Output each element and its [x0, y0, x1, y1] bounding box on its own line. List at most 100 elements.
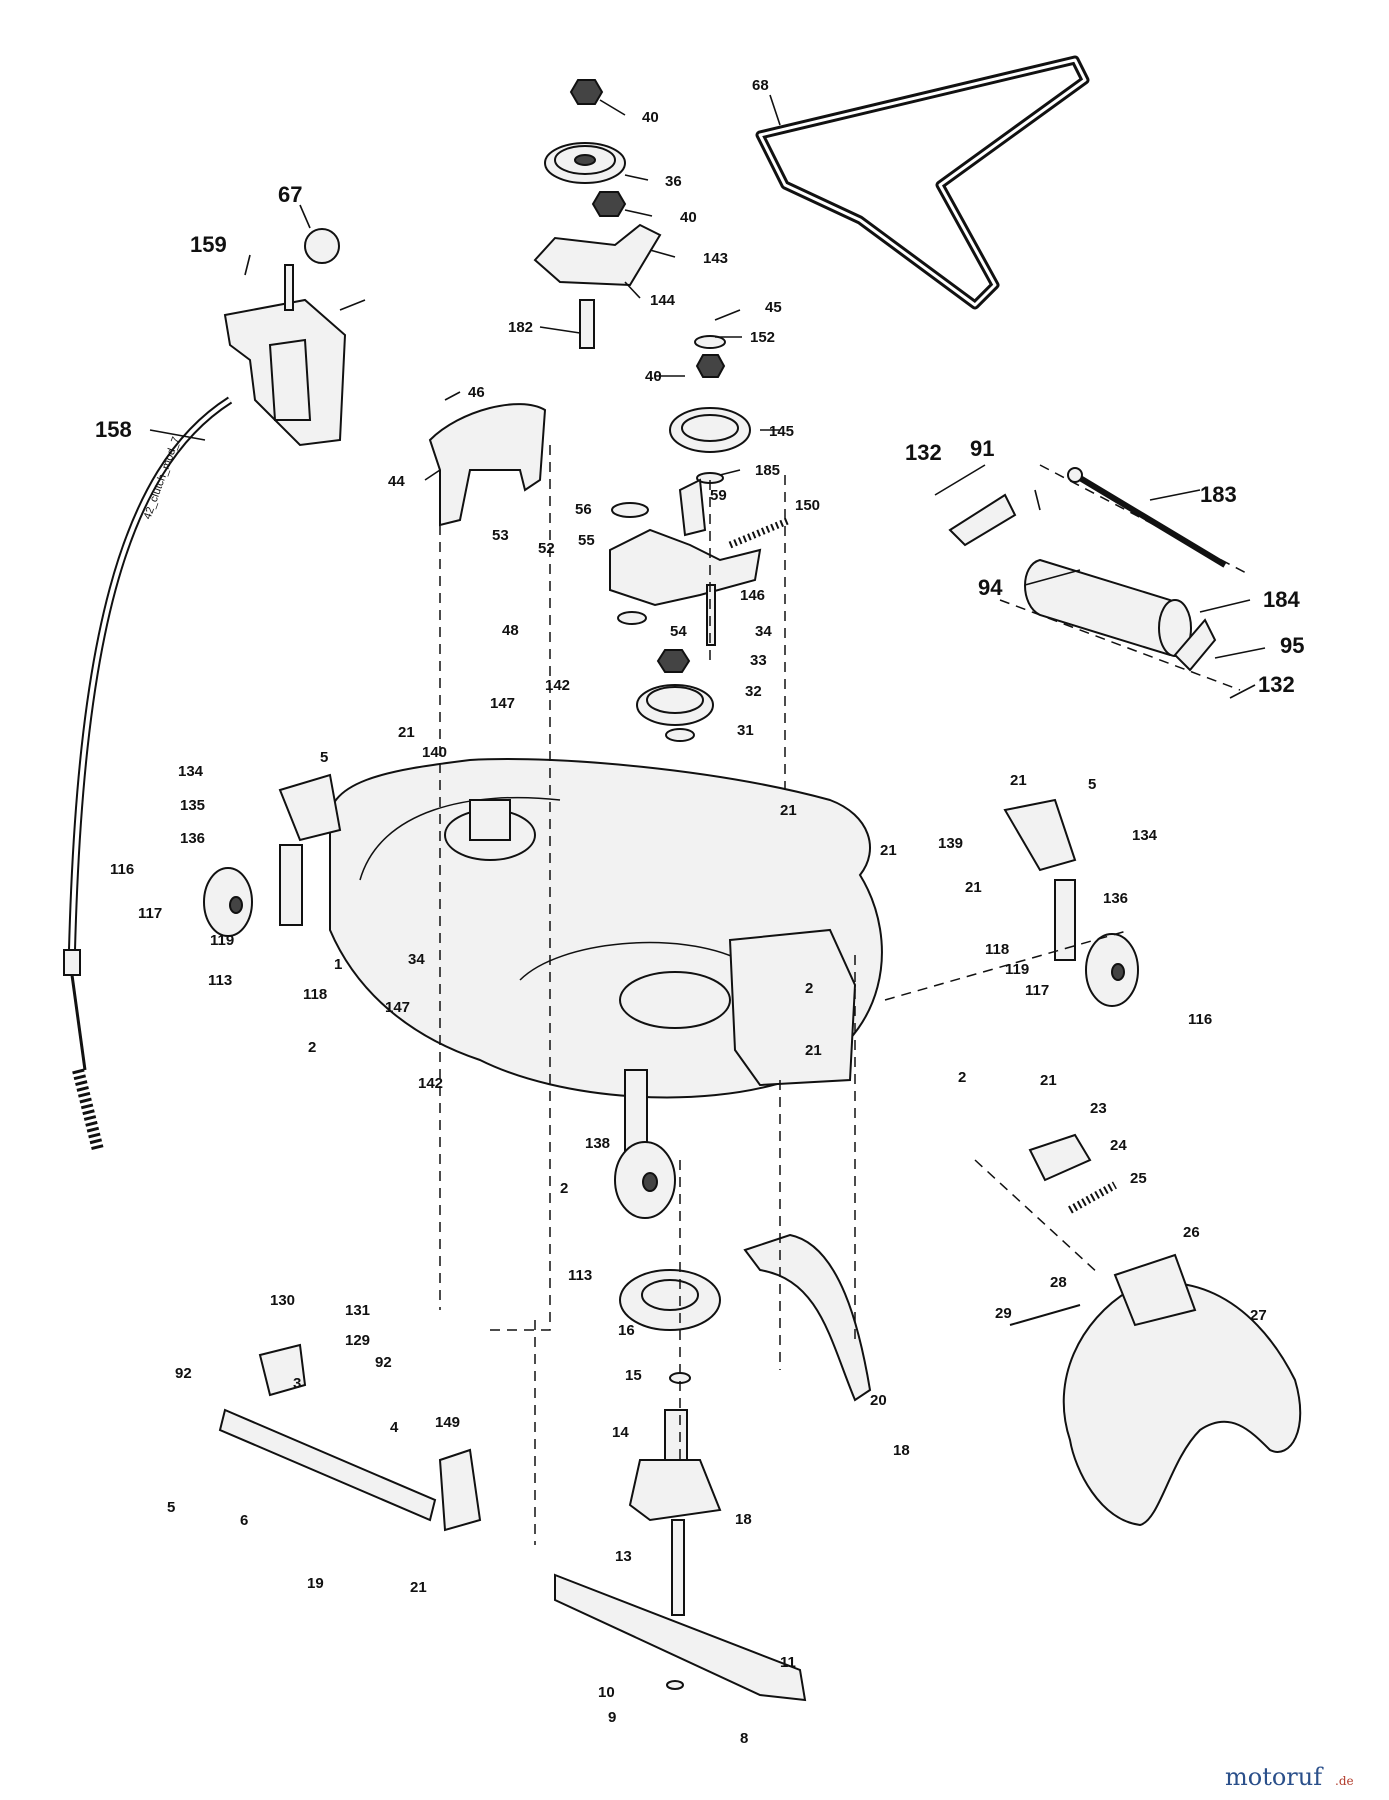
callout-113: 113	[208, 972, 232, 989]
callout-134: 134	[1132, 827, 1158, 844]
callout-144: 144	[650, 292, 676, 309]
callout-15: 15	[625, 1367, 642, 1384]
callout-8: 8	[740, 1730, 748, 1747]
chute-bracket	[1028, 1133, 1117, 1214]
callout-4: 4	[390, 1419, 399, 1436]
callout-118: 118	[985, 941, 1009, 958]
callout-48: 48	[502, 622, 519, 639]
callout-148: 150	[795, 497, 820, 514]
callout-59: 59	[710, 487, 727, 504]
idler-arm	[609, 478, 792, 646]
callout-67: 67	[278, 182, 302, 207]
callout-146: 146	[740, 587, 765, 604]
callout-145: 145	[769, 423, 794, 440]
belt-guard	[428, 403, 547, 527]
callout-117: 117	[138, 905, 162, 922]
left-gauge-wheel	[203, 773, 342, 937]
callout-14: 14	[612, 1424, 629, 1441]
callout-36: 36	[665, 173, 682, 190]
idler-pulley-assembly	[533, 79, 662, 349]
callout-132: 132	[905, 440, 942, 465]
callout-142: 142	[418, 1075, 443, 1092]
clutch-bracket	[223, 264, 347, 447]
discharge-chute	[1009, 1253, 1302, 1527]
watermark-text: motoruf	[1225, 1763, 1324, 1791]
callout-54: 54	[670, 623, 687, 640]
callout-149: 149	[435, 1414, 460, 1431]
leader-lines	[149, 94, 1266, 699]
callout-158: 159	[190, 232, 227, 257]
callout-55: 55	[578, 532, 595, 549]
callout-21: 21	[780, 802, 797, 819]
callout-1: 1	[334, 956, 342, 973]
callout-136: 136	[180, 830, 205, 847]
callout-28: 28	[1050, 1274, 1067, 1291]
callout-53: 53	[492, 527, 509, 544]
callout-20: 20	[870, 1392, 887, 1409]
callout-18: 18	[893, 1442, 910, 1459]
callout-26: 26	[1183, 1224, 1200, 1241]
callout-40: 40	[645, 368, 662, 385]
callout-117: 117	[1025, 982, 1049, 999]
spindle-assembly	[554, 1269, 807, 1702]
callout-40: 40	[642, 109, 659, 126]
callout-136: 136	[1103, 890, 1128, 907]
clutch-cable	[63, 396, 233, 1152]
callout-118: 118	[303, 986, 327, 1003]
right-gauge-wheel	[1003, 798, 1139, 1007]
callout-21: 21	[805, 1042, 822, 1059]
callout-33: 34	[755, 623, 772, 640]
idler-pulley-145-stack	[669, 335, 751, 484]
callout-116: 116	[110, 861, 134, 878]
callout-92: 92	[175, 1365, 192, 1382]
callout-142: 142	[545, 677, 570, 694]
callout-138: 138	[585, 1135, 610, 1152]
callout-143: 143	[703, 250, 728, 267]
callout-5: 5	[320, 749, 328, 766]
callout-2: 2	[805, 980, 813, 997]
callout-18: 18	[735, 1511, 752, 1528]
callout-46: 46	[468, 384, 485, 401]
callout-68: 68	[752, 77, 769, 94]
callout-116: 116	[1188, 1011, 1212, 1028]
callout-5: 5	[1088, 776, 1096, 793]
callout-25: 25	[1130, 1170, 1147, 1187]
callout-2: 2	[308, 1039, 316, 1056]
cable-text: 42_clutch_mod_7	[142, 435, 183, 521]
callout-147: 147	[385, 999, 410, 1016]
callout-11: 11	[780, 1654, 796, 1671]
callout-132: 132	[1258, 672, 1295, 697]
callout-184: 185	[755, 462, 780, 479]
callout-21: 21	[410, 1579, 427, 1596]
callout-91: 91	[970, 436, 994, 461]
callout-152: 158	[95, 417, 132, 442]
callout-13: 13	[615, 1548, 632, 1565]
callout-183: 184	[1263, 587, 1300, 612]
center-pulley	[636, 649, 714, 742]
callout-95: 95	[1280, 633, 1304, 658]
callout-45: 45	[765, 299, 782, 316]
callout-140: 140	[422, 744, 447, 761]
callout-3: 3	[293, 1375, 301, 1392]
callout-30: 31	[737, 722, 754, 739]
callout-32: 33	[750, 652, 767, 669]
anti-scalp-roller	[948, 467, 1227, 672]
callout-23: 23	[1090, 1100, 1107, 1117]
lift-link	[218, 1343, 482, 1532]
callout-9: 9	[608, 1709, 616, 1726]
callout-139: 139	[938, 835, 963, 852]
callout-52: 52	[538, 540, 555, 557]
callout-31: 32	[745, 683, 762, 700]
callout-34: 34	[408, 951, 425, 968]
callout-21: 21	[398, 724, 415, 741]
callout-129: 129	[345, 1332, 370, 1349]
callout-147: 147	[490, 695, 515, 712]
callout-27: 27	[1250, 1307, 1267, 1324]
callout-10: 10	[598, 1684, 615, 1701]
callout-131: 131	[345, 1302, 370, 1319]
callout-24: 24	[1110, 1137, 1127, 1154]
clutch-knob	[304, 228, 340, 264]
callout-2: 2	[560, 1180, 568, 1197]
callout-56: 56	[575, 501, 592, 518]
